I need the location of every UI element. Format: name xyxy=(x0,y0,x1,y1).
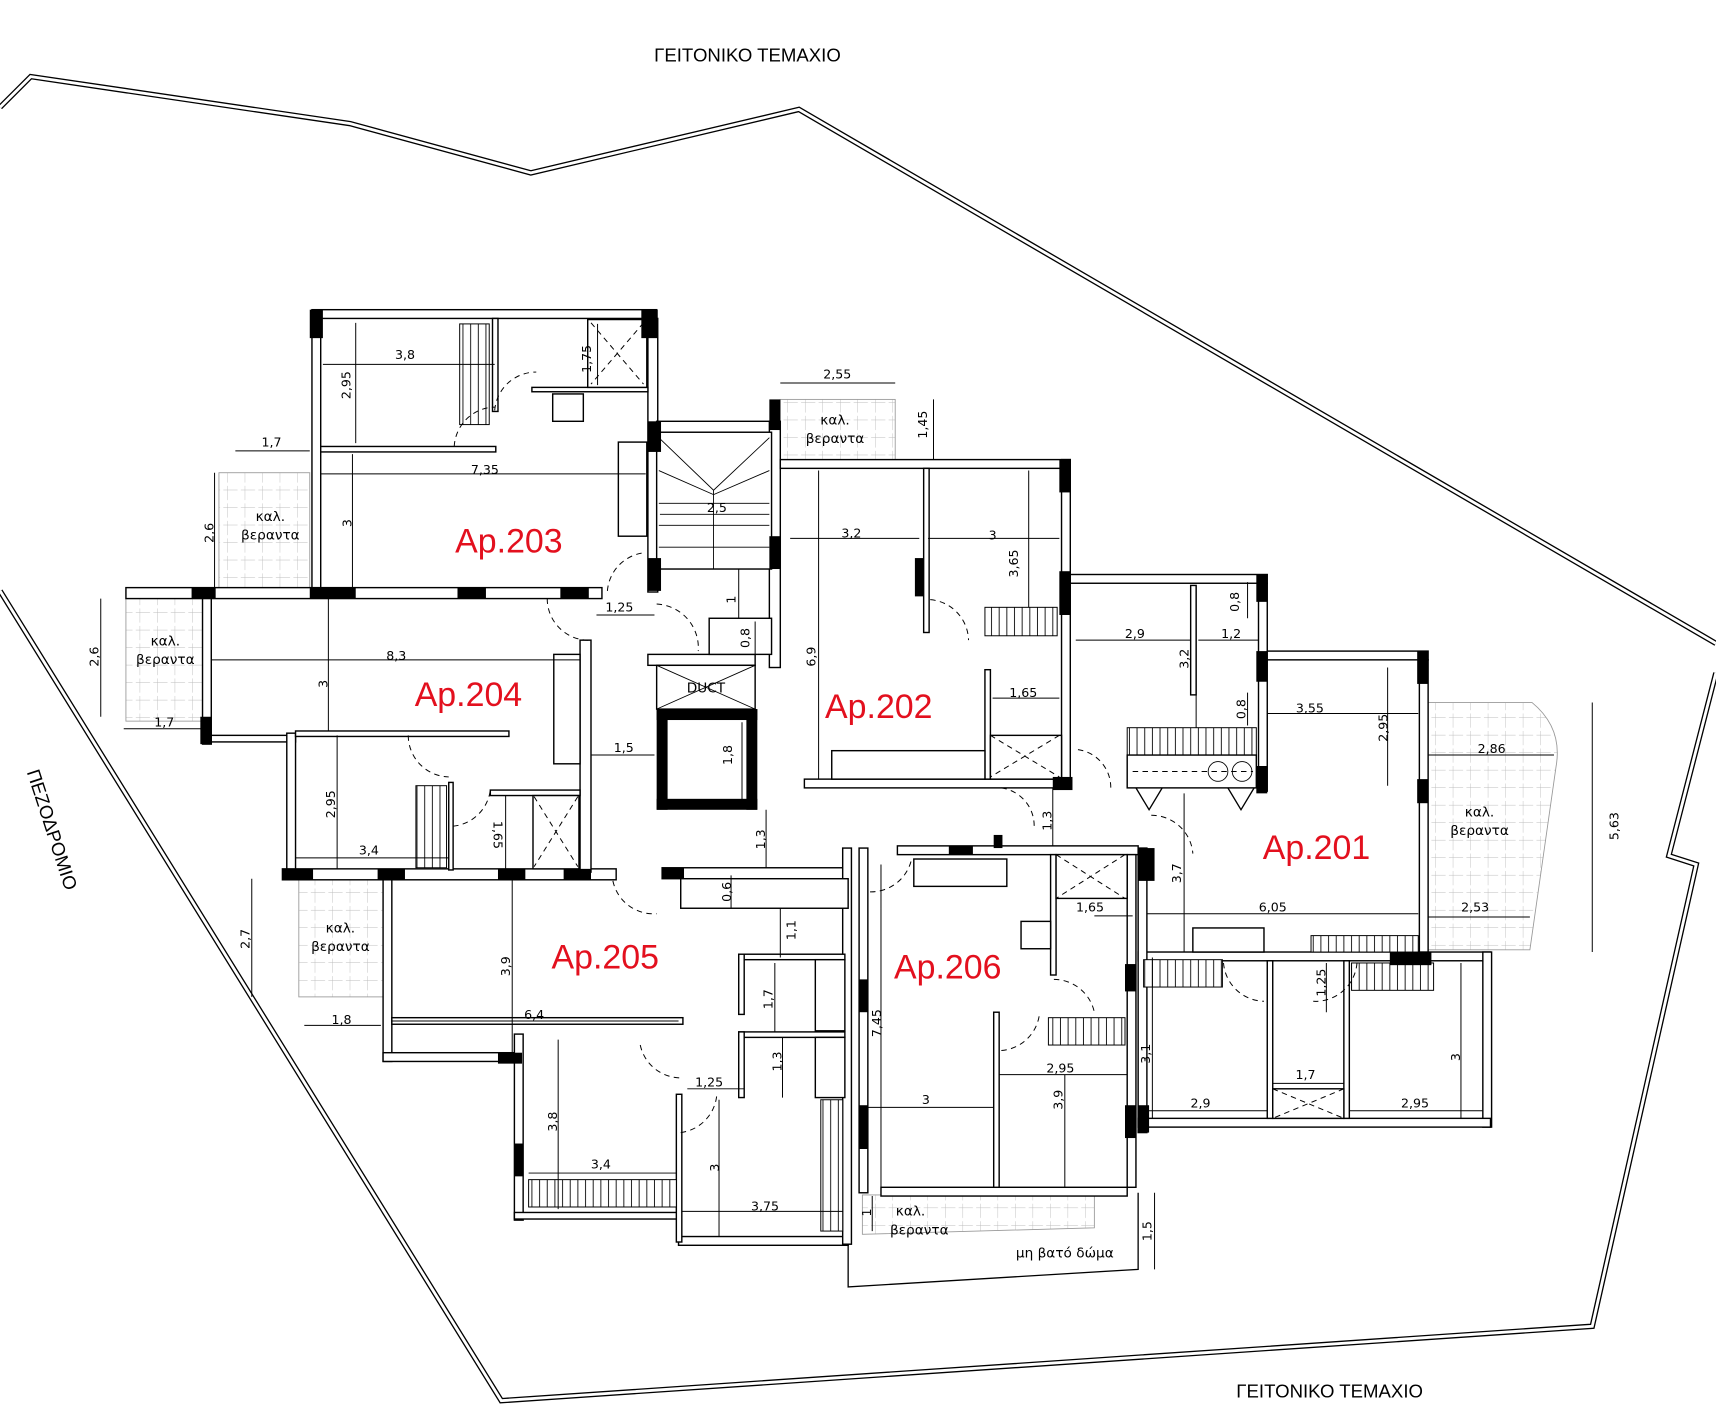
dimension-label: 1,3 xyxy=(753,829,768,849)
dimension-label: 1,7 xyxy=(261,434,281,449)
dimension-label: 2,7 xyxy=(238,929,253,949)
dimension-label: 3 xyxy=(315,680,330,688)
dimension-label: 2,95 xyxy=(323,790,338,818)
duct-label: DUCT xyxy=(687,681,726,697)
dimension-label: 1,7 xyxy=(154,715,174,730)
dimension-label: 1 xyxy=(859,1208,874,1216)
veranda-label: καλ. xyxy=(256,509,285,525)
veranda-labels: καλ. βεραντα καλ. βεραντα καλ. βεραντα κ… xyxy=(136,413,1509,1239)
dimension-label: 3,65 xyxy=(1006,550,1021,578)
veranda-label: βεραντα xyxy=(311,939,370,955)
dimension-label: 3,2 xyxy=(841,525,861,540)
apartment-label-202: Ap.202 xyxy=(825,688,932,726)
veranda-label: βεραντα xyxy=(136,652,195,668)
dimension-label: 1,75 xyxy=(579,345,594,373)
veranda-label: καλ. xyxy=(1465,804,1494,820)
dimension-label: 1,5 xyxy=(1139,1221,1154,1241)
dimension-label: 3,1 xyxy=(1138,1044,1153,1064)
dimension-label: 2,53 xyxy=(1461,900,1489,915)
dimension-label: 1,65 xyxy=(491,821,506,849)
dimension-label: 1,5 xyxy=(614,740,634,755)
dimension-label: 1,65 xyxy=(1076,900,1104,915)
dimension-label: 3 xyxy=(989,527,997,542)
dimension-label: 3,9 xyxy=(498,956,513,976)
veranda-label: καλ. xyxy=(326,920,355,936)
veranda-label: καλ. xyxy=(896,1204,925,1220)
veranda-label: καλ. xyxy=(820,413,849,429)
columns xyxy=(191,309,1432,1177)
dimension-label: 2,95 xyxy=(1046,1060,1074,1075)
veranda-label: βεραντα xyxy=(241,527,300,543)
site-boundary xyxy=(0,73,1716,1404)
dimension-label: 1,25 xyxy=(1313,969,1328,997)
dimension-label: 3 xyxy=(707,1164,722,1172)
dimension-label: 3,2 xyxy=(1176,649,1191,669)
apartment-label-204: Ap.204 xyxy=(415,676,522,714)
dimension-label: 2,6 xyxy=(87,647,102,667)
dimension-label: 1,25 xyxy=(695,1075,723,1090)
dimension-label: 1,3 xyxy=(1040,811,1055,831)
walls xyxy=(125,308,1493,1247)
dimension-labels: 3,8 2,95 1,75 1,7 7,35 2,6 3 2,5 1,25 1 … xyxy=(87,345,1622,1241)
dimension-label: 1,3 xyxy=(769,1051,784,1071)
neighbor-plot-top-label: ΓΕΙΤΟΝΙΚΟ ΤΕΜΑΧΙΟ xyxy=(654,44,841,65)
veranda-label: βεραντα xyxy=(1450,823,1509,839)
dimension-label: 3,4 xyxy=(591,1157,611,1172)
dimension-label: 2,95 xyxy=(1401,1095,1429,1110)
veranda-label: βεραντα xyxy=(890,1222,949,1238)
dimension-label: 2,95 xyxy=(338,371,353,399)
dimension-label: 3,7 xyxy=(1169,863,1184,883)
dimension-label: 3 xyxy=(1448,1053,1463,1061)
dimension-label: 2,86 xyxy=(1478,741,1506,756)
dimension-label: 0,6 xyxy=(719,882,734,902)
dimension-label: 0,8 xyxy=(1227,592,1242,612)
dimension-label: 7,45 xyxy=(869,1009,884,1037)
dimension-label: 3,55 xyxy=(1296,700,1324,715)
dimension-label: 2,55 xyxy=(823,367,851,382)
neighbor-plot-bottom-label: ΓΕΙΤΟΝΙΚΟ ΤΕΜΑΧΙΟ xyxy=(1236,1380,1423,1401)
dimension-label: 3 xyxy=(922,1092,930,1107)
dimension-lines xyxy=(100,322,1593,1270)
dimension-label: 1,65 xyxy=(1009,685,1037,700)
dimension-label: 1,7 xyxy=(1296,1067,1316,1082)
dimension-label: 1,7 xyxy=(761,989,776,1009)
dimension-label: 2,9 xyxy=(1125,626,1145,641)
dimension-label: 1,45 xyxy=(915,411,930,439)
dimension-label: 6,4 xyxy=(524,1007,544,1022)
dimension-label: 1,8 xyxy=(331,1012,351,1027)
dimension-label: 2,95 xyxy=(1376,714,1391,742)
dimension-label: 7,35 xyxy=(471,462,499,477)
apartment-label-206: Ap.206 xyxy=(894,948,1001,986)
non-walkable-roof-label: μη βατό δώμα xyxy=(1016,1245,1114,1261)
dimension-label: 0,8 xyxy=(738,628,753,648)
veranda-label: καλ. xyxy=(151,634,180,650)
dimension-label: 8,3 xyxy=(386,648,406,663)
dimension-label: 3,8 xyxy=(545,1112,560,1132)
dimension-label: 0,8 xyxy=(1233,699,1248,719)
dimension-label: 3 xyxy=(339,519,354,527)
dimension-label: 1 xyxy=(723,596,738,604)
dimension-label: 3,8 xyxy=(395,347,415,362)
door-swings xyxy=(407,371,1358,1134)
dimension-label: 1,8 xyxy=(720,745,735,765)
dimension-label: 2,6 xyxy=(201,523,216,543)
verandas xyxy=(125,398,1558,1235)
sidewalk-label: ΠΕΖΟΔΡΟΜΙΟ xyxy=(23,767,82,893)
apartment-label-201: Ap.201 xyxy=(1263,829,1370,867)
dimension-label: 6,05 xyxy=(1259,900,1287,915)
veranda-label: βεραντα xyxy=(806,431,865,447)
dimension-label: 1,1 xyxy=(784,920,799,940)
dimension-label: 1,2 xyxy=(1221,626,1241,641)
dimension-label: 3,75 xyxy=(751,1198,779,1213)
dimension-label: 3,9 xyxy=(1051,1090,1066,1110)
dimension-label: 2,9 xyxy=(1191,1095,1211,1110)
dimension-label: 2,5 xyxy=(707,500,727,515)
dimension-label: 1,25 xyxy=(605,600,633,615)
dimension-label: 5,63 xyxy=(1607,812,1622,840)
dimension-label: 6,9 xyxy=(803,647,818,667)
apartment-label-205: Ap.205 xyxy=(551,938,658,976)
dimension-label: 3,4 xyxy=(359,843,379,858)
apartment-label-203: Ap.203 xyxy=(455,523,562,561)
